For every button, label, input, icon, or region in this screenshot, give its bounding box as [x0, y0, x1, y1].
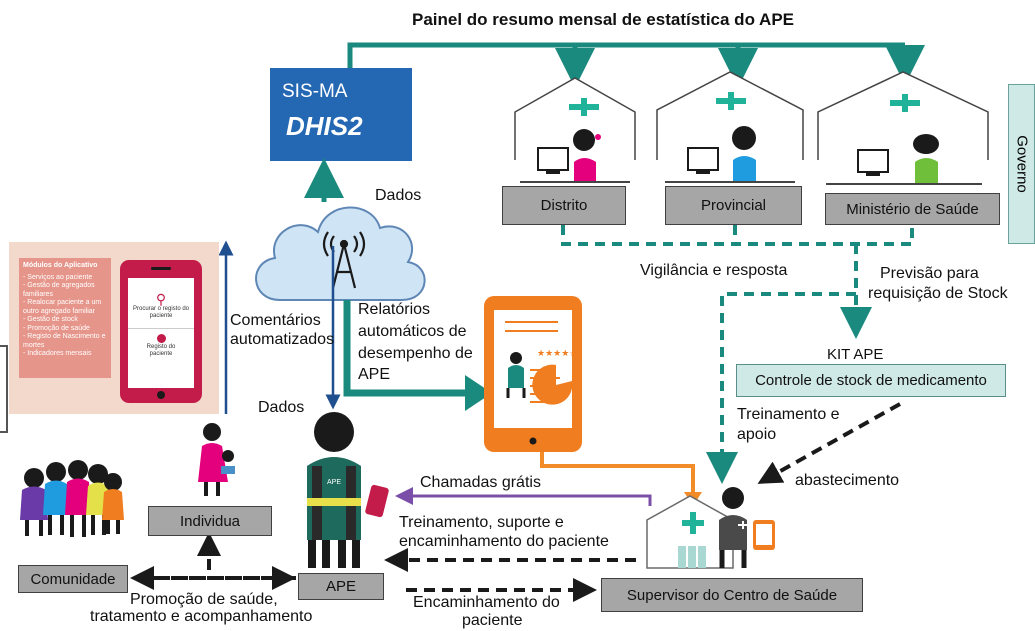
label-chamadas: Chamadas grátis	[420, 474, 541, 491]
label-comentarios-2: automatizados	[230, 331, 335, 348]
logo-sisma-text: SIS-MA	[282, 81, 348, 102]
search-icon: ⚲	[155, 291, 167, 307]
label-relatorios-3: desempenho de	[358, 345, 473, 362]
box-comunidade: Comunidade	[18, 565, 128, 593]
app-module-item: - Serviços ao paciente	[23, 273, 93, 281]
app-module-item: - Gestão de agregados familiares	[23, 282, 95, 298]
health-cross-icon	[716, 92, 746, 110]
phone-screen: ⚲ Procurar o registo do paciente Registo…	[128, 278, 194, 388]
label-dados-bottom: Dados	[258, 399, 305, 416]
government-panel: Governo	[1008, 84, 1035, 244]
label-promocao-2: tratamento e acompanhamento	[90, 608, 313, 625]
phone-home-button	[157, 391, 165, 399]
office-distrito	[514, 77, 636, 183]
label-encaminhamento-1: Encaminhamento do	[413, 594, 560, 611]
phone-speaker	[151, 267, 171, 270]
phone-search-label: Procurar o registo do paciente	[132, 306, 190, 319]
vest-label: APE	[327, 479, 341, 486]
government-label: Governo	[1013, 135, 1030, 193]
label-encaminhamento-2: paciente	[462, 612, 523, 629]
antenna-icon	[322, 231, 366, 289]
office-provincial	[656, 71, 804, 183]
label-relatorios-1: Relatórios	[358, 301, 431, 318]
box-controle-stock: Controle de stock de medicamento	[736, 364, 1006, 397]
box-supervisor: Supervisor do Centro de Saúde	[601, 578, 863, 612]
health-center-icon	[646, 495, 734, 569]
label-treinamento-apoio-1: Treinamento e	[737, 406, 840, 423]
box-ministerio: Ministério de Saúde	[825, 193, 1000, 225]
dashboard-distribution-arrows	[347, 42, 925, 88]
office-ministerio	[817, 71, 989, 185]
ape-figure: APE	[307, 412, 389, 568]
label-comentarios-1: Comentários	[230, 312, 321, 329]
label-abastecimento: abastecimento	[795, 472, 900, 489]
dhis2-logo: SIS-MA DHIS2	[270, 68, 412, 161]
user-icon	[156, 334, 166, 343]
individual-figure	[198, 423, 235, 496]
label-treinamento-apoio-2: apoio	[737, 426, 777, 443]
app-module-item: - Promoção de saúde	[23, 324, 90, 332]
dashed-black-arrows	[130, 402, 901, 602]
dashed-teal-lines	[561, 225, 914, 484]
label-relatorios-4: APE	[358, 366, 391, 383]
label-dados-top: Dados	[375, 187, 422, 204]
box-individua: Individua	[148, 506, 272, 536]
box-ape: APE	[298, 573, 384, 600]
label-treinamento-suporte-2: encaminhamento do paciente	[399, 533, 609, 550]
label-previsao-2: requisição de Stock	[868, 285, 1008, 302]
arrow-reports-to-tablet	[343, 300, 492, 411]
logo-dhis-text: DHIS2	[286, 111, 363, 141]
label-kit-ape: KIT APE	[827, 346, 884, 363]
label-promocao-1: Promoção de saúde,	[130, 591, 278, 608]
phone-register-label: Registo do paciente	[146, 344, 176, 357]
cloud-icon	[255, 206, 426, 301]
arrow-tablet-to-supervisor	[540, 452, 695, 495]
label-previsao-1: Previsão para	[880, 265, 979, 282]
tablet-icon: ★★★★☆	[484, 296, 582, 452]
diagram-title: Painel do resumo mensal de estatística d…	[412, 10, 794, 29]
app-panel: Módulos do Aplicativo - Serviços ao paci…	[9, 242, 219, 414]
bracket-fragment	[0, 345, 8, 433]
app-module-item: - Gestão de stock	[23, 316, 78, 323]
arrow-free-calls	[395, 487, 652, 506]
app-module-item: - Realocar paciente a um outro agregado …	[23, 299, 102, 315]
health-cross-icon	[890, 94, 920, 112]
app-modules-list: Módulos do Aplicativo - Serviços ao paci…	[19, 258, 111, 378]
app-module-item: - Indicadores mensais	[23, 350, 92, 357]
phone-mockup: ⚲ Procurar o registo do paciente Registo…	[120, 260, 202, 403]
label-vigilancia: Vigilância e resposta	[640, 262, 788, 279]
app-modules-title: Módulos do Aplicativo	[23, 262, 98, 269]
label-treinamento-suporte-1: Treinamento, suporte e	[399, 514, 564, 531]
box-distrito: Distrito	[502, 186, 626, 225]
health-cross-icon	[569, 98, 599, 116]
app-module-item: - Registo de Nascimento e mortes	[23, 333, 106, 349]
label-relatorios-2: automáticos de	[358, 323, 467, 340]
svg-text:★★★★☆: ★★★★☆	[537, 348, 577, 358]
community-figures	[20, 460, 124, 537]
supervisor-figure	[719, 487, 775, 568]
box-provincial: Provincial	[665, 186, 802, 225]
